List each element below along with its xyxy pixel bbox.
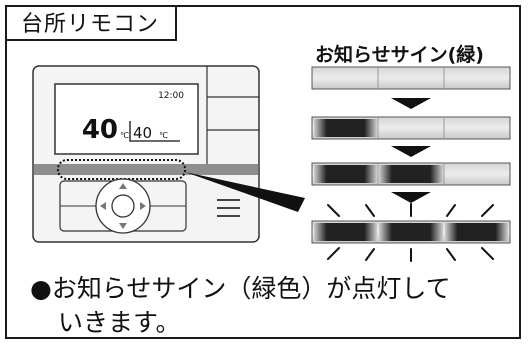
clock-text: 12:00: [158, 91, 184, 101]
sign-title: お知らせサイン(緑): [315, 44, 484, 66]
temperature-sub-unit: ℃: [159, 131, 168, 140]
caption-line-2: いきます。: [58, 308, 181, 337]
glow-rays: [327, 203, 494, 262]
caption: ●お知らせサイン（緑色）が点灯して いきます。: [30, 272, 451, 340]
dpad-center-button[interactable]: [111, 194, 135, 218]
panel-frame: [5, 5, 521, 339]
section-title: 台所リモコン: [5, 5, 177, 41]
down-arrow-icon: [391, 146, 431, 157]
menu-icon[interactable]: [217, 199, 240, 217]
left-arrow-icon[interactable]: [100, 202, 106, 210]
down-arrow-icon: [391, 98, 431, 109]
down-arrow-icon: [391, 192, 431, 203]
temperature-sub: 40: [133, 124, 152, 142]
sign-step-4: [311, 203, 511, 262]
up-arrow-icon[interactable]: [119, 183, 127, 189]
callout-pointer: [185, 172, 305, 212]
remote-screen: [54, 83, 199, 155]
sign-step-2: [311, 116, 511, 140]
sign-strip: [34, 164, 258, 175]
sign-step-3: [311, 162, 511, 186]
temperature-main-unit: ℃: [120, 131, 129, 140]
down-arrow-icon[interactable]: [119, 223, 127, 229]
remote-controller: 12:00 40 ℃ 40 ℃: [32, 65, 260, 243]
sign-step-1: [311, 66, 511, 90]
temperature-main: 40: [82, 115, 118, 145]
caption-line-1: ●お知らせサイン（緑色）が点灯して: [30, 274, 451, 303]
right-arrow-icon[interactable]: [140, 202, 146, 210]
